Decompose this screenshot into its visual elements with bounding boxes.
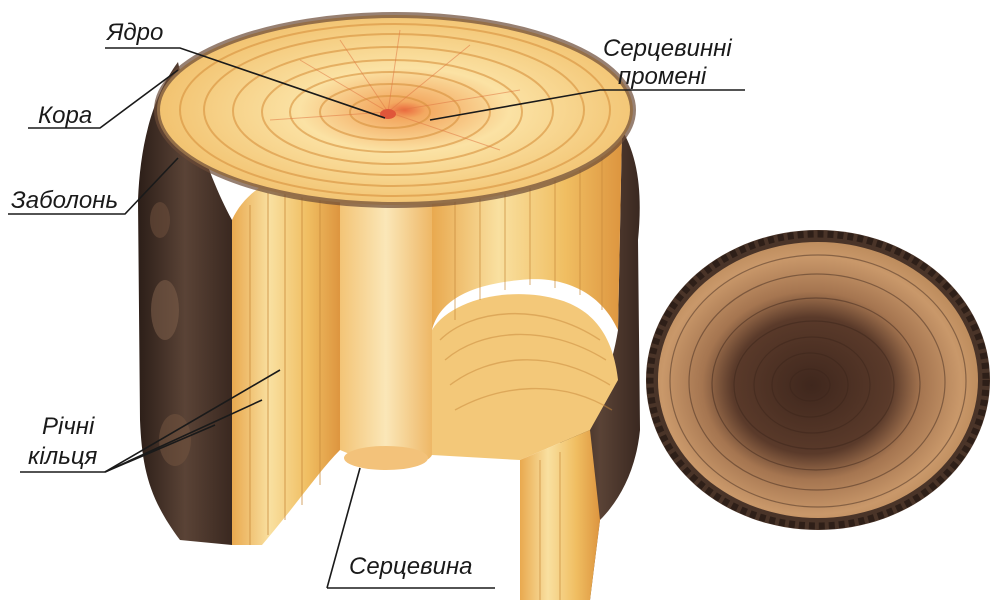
label-sapwood: Заболонь <box>11 188 118 214</box>
tree-cross-section <box>646 230 990 530</box>
label-medullary-rays-line2: промені <box>618 64 706 90</box>
label-medullary-rays-line1: Серцевинні <box>603 36 732 62</box>
sapwood-left-face <box>232 160 340 545</box>
bark-knot <box>150 202 170 238</box>
label-core: Ядро <box>107 20 163 46</box>
label-pith: Серцевина <box>349 554 473 580</box>
pith-base <box>344 446 428 470</box>
bark-knot <box>151 280 179 340</box>
label-bark: Кора <box>38 103 92 129</box>
slice-wood <box>658 242 978 518</box>
label-annual-rings-line2: кільця <box>28 444 97 470</box>
label-annual-rings-line1: Річні <box>42 414 94 440</box>
